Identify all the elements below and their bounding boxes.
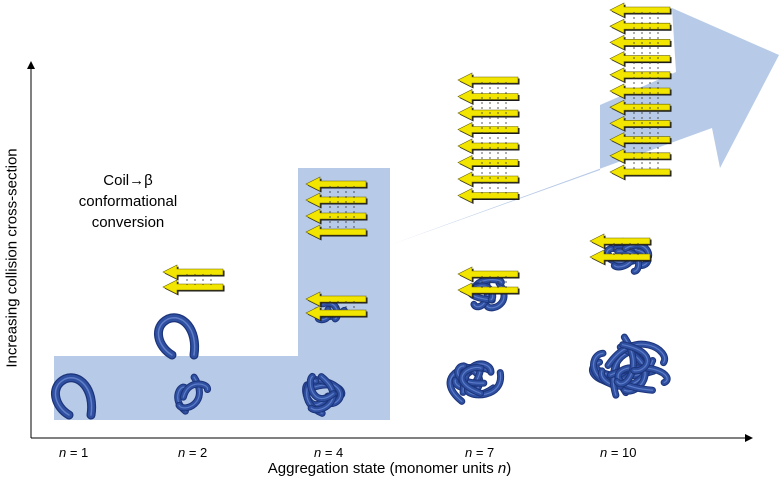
beta-strand-icon [457, 138, 520, 155]
x-axis-label-main: Aggregation state (monomer units [267, 460, 498, 477]
state-label-n4: n = 4 [314, 445, 343, 460]
state-label-value: = 1 [66, 445, 89, 460]
state-label-var: n [178, 445, 186, 460]
state-label-value: = 4 [321, 445, 344, 460]
beta-strand-icon [457, 171, 520, 188]
x-axis-label-end: ) [506, 460, 512, 477]
annotation-line-1: Coil→β [103, 172, 153, 189]
beta-strand-icon [162, 279, 225, 296]
coil-n1-icon [51, 373, 97, 420]
beta-sheet-n4-icon [305, 176, 368, 241]
beta-strand-icon [457, 89, 520, 106]
state-label-n10: n = 10 [600, 445, 637, 460]
partial-coil-n2-icon [154, 313, 200, 360]
growth-arrow [54, 8, 779, 420]
y-axis-label: Increasing collision cross-section [3, 148, 21, 368]
annotation-line-3: conversion [91, 214, 165, 231]
beta-strand-icon [609, 18, 672, 36]
beta-strand-icon [457, 105, 520, 122]
beta-sheet-small-n7-icon [457, 266, 520, 299]
state-label-n1: n = 1 [59, 445, 88, 460]
state-label-value: = 10 [607, 445, 637, 460]
beta-strand-icon [457, 155, 520, 172]
beta-strand-icon [162, 264, 225, 281]
beta-sheet-small-n10-icon [589, 233, 652, 266]
coil-n10-icon [589, 333, 671, 399]
beta-sheet-n7-icon [457, 72, 520, 205]
beta-sheet-n2-icon [162, 264, 225, 296]
beta-sheet-n10-icon [609, 2, 672, 181]
beta-strand-icon [609, 2, 672, 19]
state-label-n2: n = 2 [178, 445, 207, 460]
state-label-var: n [314, 445, 322, 460]
state-label-var: n [59, 445, 67, 460]
state-label-var: n [465, 445, 473, 460]
state-label-var: n [600, 445, 608, 460]
state-label-value: = 2 [185, 445, 208, 460]
beta-sheet-small-n4-icon [305, 291, 368, 322]
state-label-value: = 7 [472, 445, 495, 460]
beta-strand-icon [609, 51, 672, 68]
coil-n7-icon [446, 360, 504, 405]
x-axis-label: Aggregation state (monomer units n) [0, 460, 779, 477]
coil-n4-icon [302, 372, 346, 417]
beta-strand-icon [457, 122, 520, 139]
annotation-line-2: conformational [78, 193, 178, 210]
beta-strand-icon [609, 35, 672, 52]
x-axis-label-var: n [497, 460, 507, 477]
coil-n2-icon [174, 373, 211, 415]
conversion-annotation: Coil→β conformational conversion [76, 170, 180, 233]
state-label-n7: n = 7 [465, 445, 494, 460]
beta-strand-icon [609, 164, 672, 181]
beta-strand-icon [457, 72, 520, 89]
